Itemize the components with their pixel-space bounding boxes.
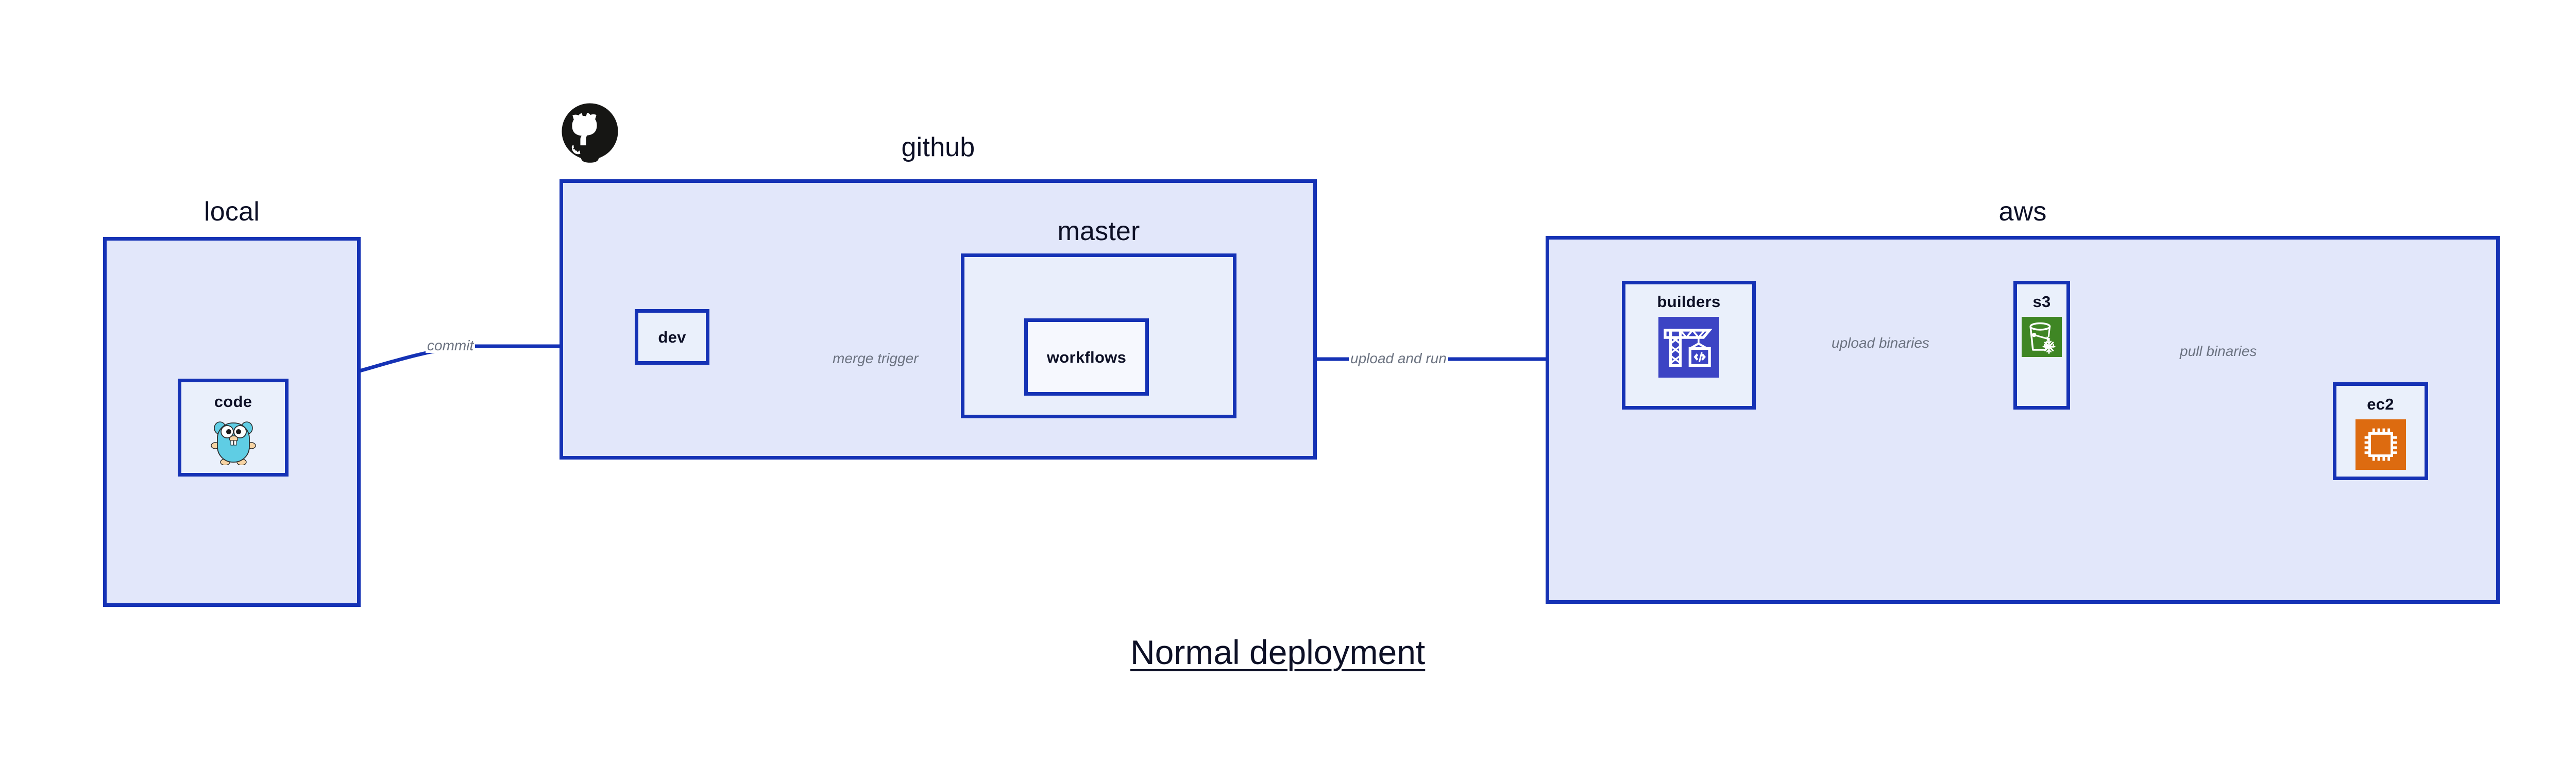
edge-label-pull-binaries: pull binaries xyxy=(2178,344,2259,359)
group-label-github: github xyxy=(901,132,975,162)
node-label-dev: dev xyxy=(658,328,686,346)
edge-label-upload-and-run: upload and run xyxy=(1349,351,1448,366)
node-label-builders: builders xyxy=(1657,293,1721,311)
group-label-local: local xyxy=(204,197,260,227)
group-label-master: master xyxy=(1057,216,1140,246)
edge-label-upload-binaries: upload binaries xyxy=(1830,336,1931,350)
node-label-workflows: workflows xyxy=(1046,348,1127,366)
go-gopher-icon xyxy=(210,416,257,468)
aws-codebuild-icon xyxy=(1658,317,1719,380)
group-label-aws: aws xyxy=(1998,197,2047,227)
page-title: Normal deployment xyxy=(1130,633,1426,671)
node-workflows[interactable]: workflows xyxy=(1024,318,1149,396)
node-ec2[interactable]: ec2 xyxy=(2333,382,2428,480)
aws-ec2-chip-icon xyxy=(2355,419,2406,472)
node-dev[interactable]: dev xyxy=(635,309,709,365)
edge-label-merge-trigger: merge trigger xyxy=(831,351,920,366)
github-octocat-logo xyxy=(558,102,622,168)
node-builders[interactable]: builders xyxy=(1622,281,1756,410)
node-label-ec2: ec2 xyxy=(2367,395,2394,413)
node-label-code: code xyxy=(214,393,252,411)
aws-s3-glacier-icon xyxy=(2022,317,2062,360)
node-label-s3: s3 xyxy=(2032,293,2051,311)
node-s3[interactable]: s3 xyxy=(2013,281,2070,410)
node-code[interactable]: code xyxy=(178,379,289,477)
edge-label-commit: commit xyxy=(426,338,476,353)
